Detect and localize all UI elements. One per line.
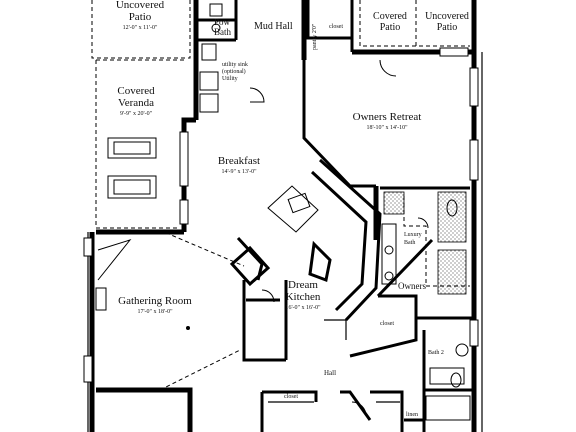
powder-bath-label: Pow Bath bbox=[214, 17, 231, 37]
closet-bottom-label: closet bbox=[284, 394, 298, 400]
uncovered-patio-left-outline bbox=[91, 0, 191, 59]
mud-hall-label: Mud Hall bbox=[254, 21, 293, 32]
closet-mid-label: closet bbox=[380, 321, 394, 327]
utility-fixtures bbox=[199, 3, 223, 113]
gathering-details bbox=[95, 239, 190, 330]
covered-veranda-label: Covered Veranda 9'-9" x 20'-0" bbox=[117, 85, 155, 118]
closet-top-label: closet bbox=[329, 24, 343, 30]
uncovered-patio-left-label: Uncovered Patio 12'-0" x 11'-0" bbox=[115, 0, 165, 32]
veranda-furniture bbox=[107, 137, 157, 199]
owners-retreat-label: Owners Retreat 18'-10" x 14'-10" bbox=[352, 111, 422, 132]
covered-veranda-outline bbox=[95, 59, 186, 229]
kitchen-fixtures bbox=[229, 185, 332, 287]
pantry-label: pantry 2'0" bbox=[312, 23, 318, 50]
covered-patio-right-label: Covered Patio bbox=[373, 11, 407, 33]
uncovered-patio-right-label: Uncovered Patio bbox=[425, 11, 469, 33]
bath2-fixtures bbox=[425, 343, 471, 421]
linen-label: linen bbox=[406, 412, 418, 418]
doors bbox=[249, 59, 429, 417]
dream-kitchen-label: Dream Kitchen 16'-0" x 16'-0" bbox=[285, 279, 321, 312]
owners-closet-label: Owners bbox=[398, 281, 426, 291]
luxury-bath-label: Luxury Bath bbox=[404, 232, 422, 246]
utility-label: utility sink (optional) Utility bbox=[222, 62, 248, 82]
exterior-walls bbox=[87, 0, 483, 432]
hall-label: Hall bbox=[324, 369, 337, 377]
luxury-bath-fixtures bbox=[380, 186, 470, 295]
breakfast-label: Breakfast 14'-9" x 13'-0" bbox=[217, 155, 261, 176]
gathering-room-label: Gathering Room 17'-0" x 18'-0" bbox=[118, 295, 192, 316]
bath2-label: Bath 2 bbox=[428, 350, 444, 356]
windows bbox=[83, 47, 479, 383]
